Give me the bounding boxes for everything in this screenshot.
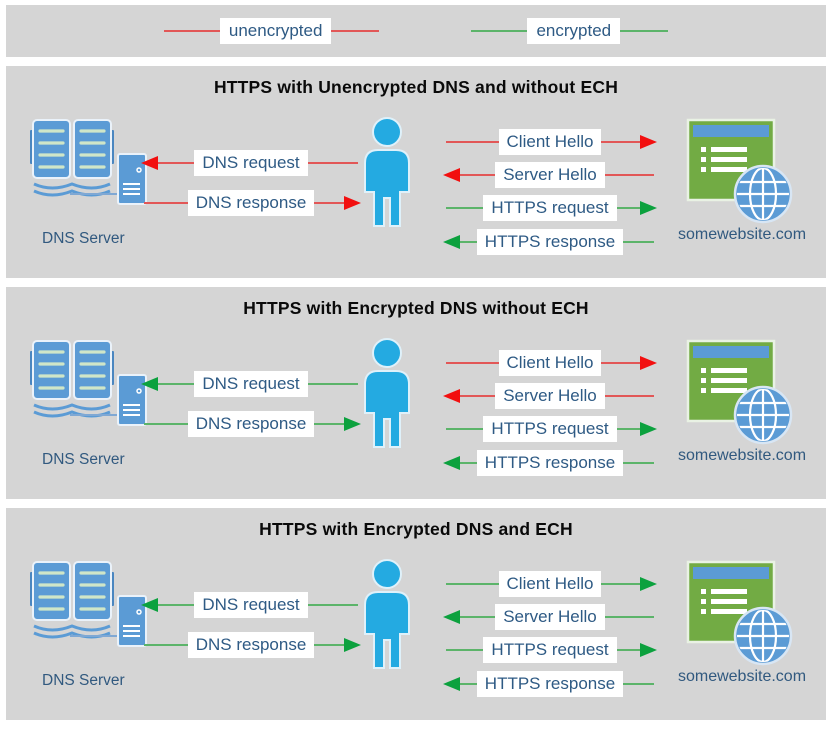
arrowhead-icon bbox=[443, 168, 460, 182]
dns-server-icon bbox=[30, 337, 150, 429]
message-label: Server Hello bbox=[495, 603, 605, 631]
dns-server-label: DNS Server bbox=[42, 230, 125, 247]
message-arrow-dns-response: DNS response bbox=[142, 630, 361, 660]
encrypted-line-sample bbox=[471, 30, 528, 32]
message-label: DNS request bbox=[194, 591, 308, 619]
message-arrow-dns-request: DNS request bbox=[141, 148, 360, 178]
arrowhead-icon bbox=[344, 638, 361, 652]
unencrypted-line-sample bbox=[331, 30, 380, 32]
message-label: HTTPS response bbox=[476, 228, 624, 256]
dns-server-icon bbox=[30, 558, 150, 650]
message-arrow-server-hello: Server Hello bbox=[443, 381, 656, 411]
legend-item-encrypted: encrypted bbox=[471, 18, 669, 44]
arrowhead-icon bbox=[344, 196, 361, 210]
dns-server-label: DNS Server bbox=[42, 672, 125, 689]
legend-item-unencrypted: unencrypted bbox=[163, 18, 380, 44]
message-arrow-https-response: HTTPS response bbox=[443, 669, 656, 699]
message-label: Client Hello bbox=[498, 128, 602, 156]
dns-server-label: DNS Server bbox=[42, 451, 125, 468]
arrowhead-icon bbox=[640, 422, 657, 436]
arrowhead-icon bbox=[640, 643, 657, 657]
unencrypted-line-sample bbox=[163, 30, 220, 32]
website-icon bbox=[686, 118, 796, 226]
message-arrow-dns-response: DNS response bbox=[142, 188, 361, 218]
message-arrow-https-request: HTTPS request bbox=[444, 414, 657, 444]
arrowhead-icon bbox=[141, 156, 158, 170]
message-label: DNS response bbox=[187, 410, 315, 438]
message-arrow-https-response: HTTPS response bbox=[443, 227, 656, 257]
arrowhead-icon bbox=[344, 417, 361, 431]
arrowhead-icon bbox=[443, 456, 460, 470]
message-label: DNS request bbox=[194, 370, 308, 398]
legend-label: unencrypted bbox=[219, 18, 332, 44]
user-person-icon bbox=[358, 558, 416, 670]
message-label: DNS response bbox=[187, 189, 315, 217]
arrowhead-icon bbox=[141, 377, 158, 391]
message-arrow-server-hello: Server Hello bbox=[443, 602, 656, 632]
website-label: somewebsite.com bbox=[677, 447, 807, 464]
message-label: HTTPS request bbox=[483, 194, 617, 222]
panel-title: HTTPS with Encrypted DNS without ECH bbox=[243, 298, 589, 318]
message-arrow-dns-response: DNS response bbox=[142, 409, 361, 439]
arrowhead-icon bbox=[443, 389, 460, 403]
panel-encrypted-dns-and-ech: HTTPS with Encrypted DNS and ECH DNS Ser… bbox=[6, 508, 826, 720]
arrowhead-icon bbox=[443, 610, 460, 624]
message-label: HTTPS request bbox=[483, 636, 617, 664]
message-arrow-dns-request: DNS request bbox=[141, 590, 360, 620]
arrowhead-icon bbox=[141, 598, 158, 612]
user-person-icon bbox=[358, 116, 416, 228]
arrowhead-icon bbox=[640, 577, 657, 591]
message-label: HTTPS request bbox=[483, 415, 617, 443]
message-arrow-https-response: HTTPS response bbox=[443, 448, 656, 478]
message-label: HTTPS response bbox=[476, 670, 624, 698]
message-arrow-dns-request: DNS request bbox=[141, 369, 360, 399]
arrowhead-icon bbox=[640, 356, 657, 370]
arrowhead-icon bbox=[640, 135, 657, 149]
message-label: Client Hello bbox=[498, 570, 602, 598]
website-icon bbox=[686, 339, 796, 447]
arrowhead-icon bbox=[640, 201, 657, 215]
message-label: DNS response bbox=[187, 631, 315, 659]
panel-title: HTTPS with Unencrypted DNS and without E… bbox=[213, 77, 619, 97]
arrowhead-icon bbox=[443, 235, 460, 249]
message-label: Server Hello bbox=[495, 161, 605, 189]
legend: unencrypted encrypted bbox=[6, 5, 826, 57]
message-arrow-client-hello: Client Hello bbox=[444, 348, 657, 378]
panel-title: HTTPS with Encrypted DNS and ECH bbox=[259, 519, 573, 539]
panel-encrypted-dns-without-ech: HTTPS with Encrypted DNS without ECH DNS… bbox=[6, 287, 826, 499]
user-person-icon bbox=[358, 337, 416, 449]
message-arrow-https-request: HTTPS request bbox=[444, 193, 657, 223]
website-label: somewebsite.com bbox=[677, 668, 807, 685]
message-arrow-client-hello: Client Hello bbox=[444, 127, 657, 157]
message-label: Client Hello bbox=[498, 349, 602, 377]
encrypted-line-sample bbox=[620, 30, 669, 32]
message-label: Server Hello bbox=[495, 382, 605, 410]
panel-unencrypted-dns-without-ech: HTTPS with Unencrypted DNS and without E… bbox=[6, 66, 826, 278]
dns-ech-diagram: unencrypted encrypted HTTPS with Unencry… bbox=[6, 5, 826, 720]
dns-server-icon bbox=[30, 116, 150, 208]
arrowhead-icon bbox=[443, 677, 460, 691]
message-arrow-server-hello: Server Hello bbox=[443, 160, 656, 190]
message-label: DNS request bbox=[194, 149, 308, 177]
website-icon bbox=[686, 560, 796, 668]
message-arrow-https-request: HTTPS request bbox=[444, 635, 657, 665]
message-label: HTTPS response bbox=[476, 449, 624, 477]
message-arrow-client-hello: Client Hello bbox=[444, 569, 657, 599]
legend-label: encrypted bbox=[527, 18, 621, 44]
website-label: somewebsite.com bbox=[677, 226, 807, 243]
